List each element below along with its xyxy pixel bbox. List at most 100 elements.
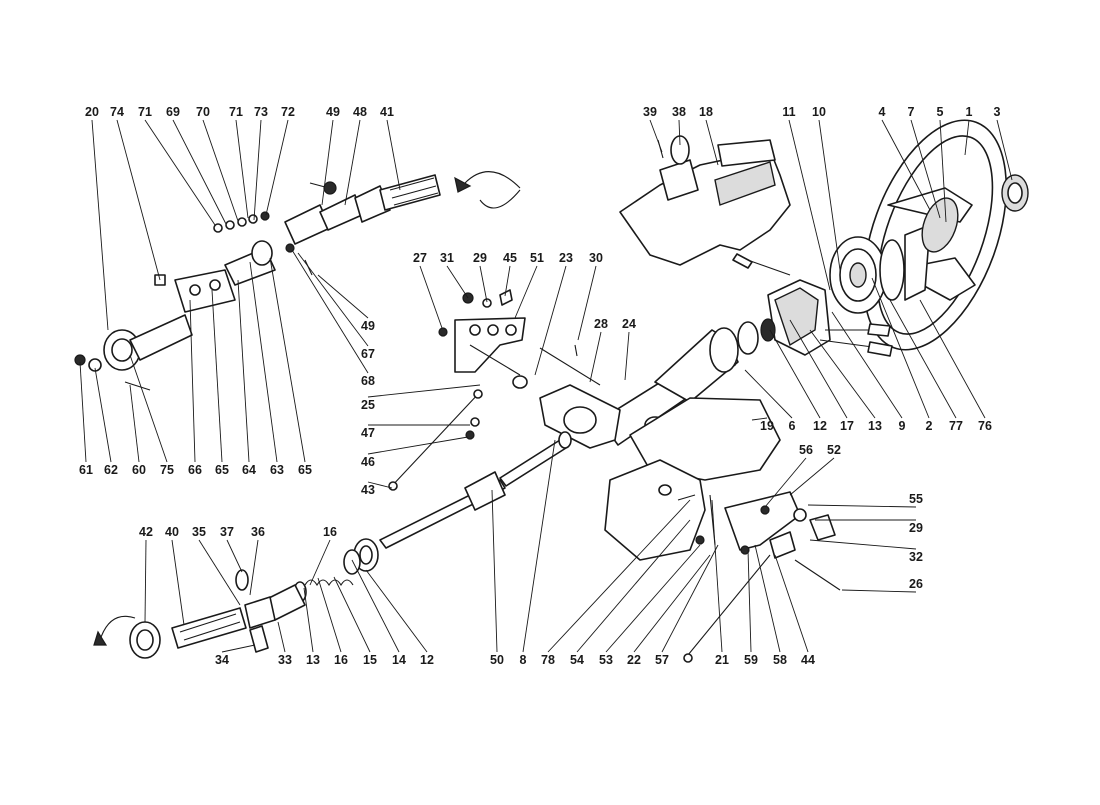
leader-line <box>769 329 821 419</box>
leader-line <box>996 119 1013 181</box>
upper-left-coupling <box>74 240 313 391</box>
leader-line <box>303 587 314 653</box>
leader-line <box>774 554 809 653</box>
leader-line <box>964 119 970 156</box>
callout-number: 27 <box>413 251 427 265</box>
callout-number: 44 <box>801 653 815 667</box>
callout-number: 58 <box>773 653 787 667</box>
callout-number: 43 <box>361 483 375 497</box>
callout-number: 72 <box>281 105 295 119</box>
callout-number: 20 <box>85 105 99 119</box>
leader-line <box>576 519 691 653</box>
leader-line <box>317 274 369 319</box>
leader-line <box>333 576 371 653</box>
callout-number: 65 <box>298 463 312 477</box>
leader-lines <box>79 119 1013 653</box>
callout-number: 75 <box>160 463 174 477</box>
callout-number: 33 <box>278 653 292 667</box>
leader-line <box>809 329 876 419</box>
callout-number: 78 <box>541 653 555 667</box>
leader-line <box>754 544 781 653</box>
callout-number: 1 <box>966 105 973 119</box>
callout-number: 4 <box>879 105 886 119</box>
leader-line <box>365 569 428 653</box>
leader-line <box>547 499 691 653</box>
callout-number: 11 <box>782 105 795 119</box>
leader-line <box>919 299 986 419</box>
callout-number: 45 <box>503 251 517 265</box>
callout-number: 41 <box>380 105 394 119</box>
callout-number: 55 <box>909 492 923 506</box>
callout-number: 46 <box>361 455 375 469</box>
callout-number: 63 <box>270 463 284 477</box>
leader-line <box>129 354 168 463</box>
leader-line <box>751 417 768 421</box>
callout-number: 68 <box>361 374 375 388</box>
callout-number: 22 <box>627 653 641 667</box>
leader-line <box>809 539 917 550</box>
callout-number: 69 <box>166 105 180 119</box>
bolts-and-nuts-upper <box>438 289 601 386</box>
callout-number: 17 <box>840 419 854 433</box>
leader-line <box>788 119 831 291</box>
leader-line <box>678 119 681 146</box>
leader-line <box>419 265 443 329</box>
leader-line <box>202 119 239 222</box>
leader-line <box>309 539 331 586</box>
leader-line <box>589 331 602 383</box>
bearing-spring-set <box>293 538 379 603</box>
leader-line <box>577 265 597 341</box>
leader-line <box>514 265 538 319</box>
leader-line <box>172 119 227 225</box>
callout-number: 10 <box>812 105 826 119</box>
callout-number: 34 <box>215 653 229 667</box>
callout-number: 12 <box>420 653 434 667</box>
leader-line <box>939 119 947 223</box>
callout-number: 37 <box>220 525 234 539</box>
callout-number: 59 <box>744 653 758 667</box>
leader-line <box>649 119 663 153</box>
callout-number: 26 <box>909 577 923 591</box>
callout-number: 76 <box>978 419 992 433</box>
leader-line <box>744 369 793 419</box>
callout-number: 71 <box>229 105 243 119</box>
leader-line <box>94 367 112 463</box>
leader-line <box>807 504 917 508</box>
leader-line <box>221 644 256 653</box>
callout-number: 29 <box>909 521 923 535</box>
leader-line <box>605 544 701 653</box>
leader-line <box>79 361 87 463</box>
callout-number: 13 <box>868 419 882 433</box>
leader-line <box>249 261 278 463</box>
callout-number: 35 <box>192 525 206 539</box>
lower-shroud <box>604 397 781 561</box>
callout-number: 6 <box>789 419 796 433</box>
callout-number: 13 <box>306 653 320 667</box>
leader-line <box>633 554 711 653</box>
leader-line <box>764 457 807 508</box>
callout-number: 50 <box>490 653 504 667</box>
leader-line <box>661 544 719 653</box>
callout-number: 19 <box>760 419 774 433</box>
steering-lock-shroud <box>619 135 791 266</box>
callout-number: 12 <box>813 419 827 433</box>
callout-number: 48 <box>353 105 367 119</box>
adjustment-bracket-right <box>683 491 841 663</box>
leader-line <box>211 289 223 463</box>
leader-line <box>198 539 241 606</box>
leader-line <box>129 384 140 463</box>
leader-line <box>189 299 196 463</box>
callout-number: 3 <box>994 105 1001 119</box>
leader-line <box>831 311 903 419</box>
callout-number: 52 <box>827 443 841 457</box>
callout-number: 60 <box>132 463 146 477</box>
leader-line <box>789 457 835 496</box>
callout-number: 65 <box>215 463 229 477</box>
leader-line <box>277 621 286 653</box>
callout-number: 23 <box>559 251 573 265</box>
leader-line <box>144 119 216 226</box>
leader-line <box>116 119 161 281</box>
callout-number: 31 <box>440 251 454 265</box>
leader-line <box>479 265 488 303</box>
